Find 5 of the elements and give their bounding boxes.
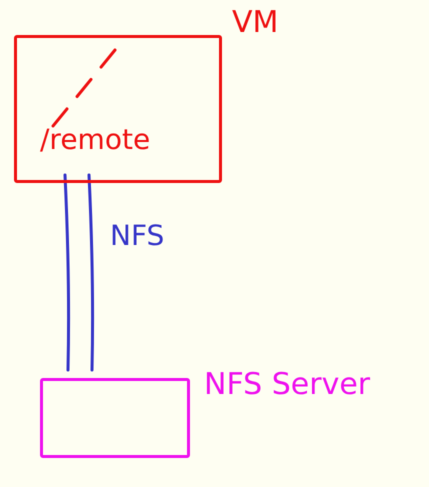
edge-label: NFS <box>110 222 164 250</box>
double-line-connector <box>64 174 94 372</box>
path-text: /remote <box>40 126 150 154</box>
node-heading: VM <box>232 8 278 38</box>
node-heading: NFS Server <box>204 370 370 400</box>
